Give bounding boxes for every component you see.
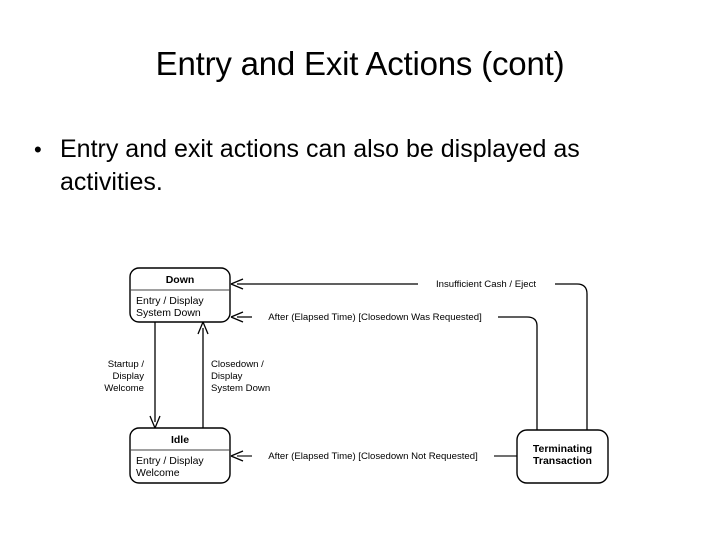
edge-label-closedown: Closedown / Display System Down	[211, 359, 270, 394]
state-terminating-transaction[interactable]: Terminating Transaction	[516, 429, 609, 484]
edge-label-startup-line-3: Welcome	[104, 383, 144, 394]
bullet-list: • Entry and exit actions can also be dis…	[34, 133, 689, 199]
edge-label-closedown-was-requested-text: After (Elapsed Time) [Closedown Was Requ…	[268, 312, 481, 323]
edge-label-closedown-line-3: System Down	[211, 383, 270, 394]
state-terminating-line-2: Transaction	[533, 455, 592, 467]
edge-label-closedown-line-2: Display	[211, 371, 243, 382]
transition-startup	[149, 322, 161, 429]
edge-label-closedown-was-requested: After (Elapsed Time) [Closedown Was Requ…	[252, 309, 498, 324]
edge-label-closedown-not-requested: After (Elapsed Time) [Closedown Not Requ…	[252, 448, 494, 463]
bullet-marker-icon: •	[34, 137, 42, 162]
edge-label-insufficient-cash-text: Insufficient Cash / Eject	[436, 279, 536, 290]
bullet-text: Entry and exit actions can also be displ…	[60, 135, 580, 196]
edge-label-startup: Startup / Display Welcome	[104, 359, 144, 394]
state-idle-name: Idle	[171, 434, 189, 446]
transition-closedown	[197, 321, 209, 428]
edge-label-startup-line-1: Startup /	[108, 359, 145, 370]
edge-label-startup-line-2: Display	[113, 371, 145, 382]
edge-label-closedown-line-1: Closedown /	[211, 359, 264, 370]
edge-label-closedown-not-requested-text: After (Elapsed Time) [Closedown Not Requ…	[268, 451, 478, 462]
state-idle-line-1: Entry / Display	[136, 455, 204, 467]
page-title: Entry and Exit Actions (cont)	[155, 45, 565, 82]
transition-insufficient-cash	[230, 278, 588, 430]
list-item: • Entry and exit actions can also be dis…	[34, 133, 689, 199]
state-idle[interactable]: Idle Entry / Display Welcome	[129, 427, 231, 484]
state-down-line-2: System Down	[136, 307, 201, 319]
edge-label-insufficient-cash: Insufficient Cash / Eject	[418, 276, 555, 291]
state-down-line-1: Entry / Display	[136, 295, 204, 307]
transition-closedown-was-requested	[230, 311, 538, 430]
state-terminating-line-1: Terminating	[533, 443, 592, 455]
state-down[interactable]: Down Entry / Display System Down	[129, 267, 231, 323]
state-idle-line-2: Welcome	[136, 467, 180, 479]
state-down-name: Down	[166, 274, 195, 286]
